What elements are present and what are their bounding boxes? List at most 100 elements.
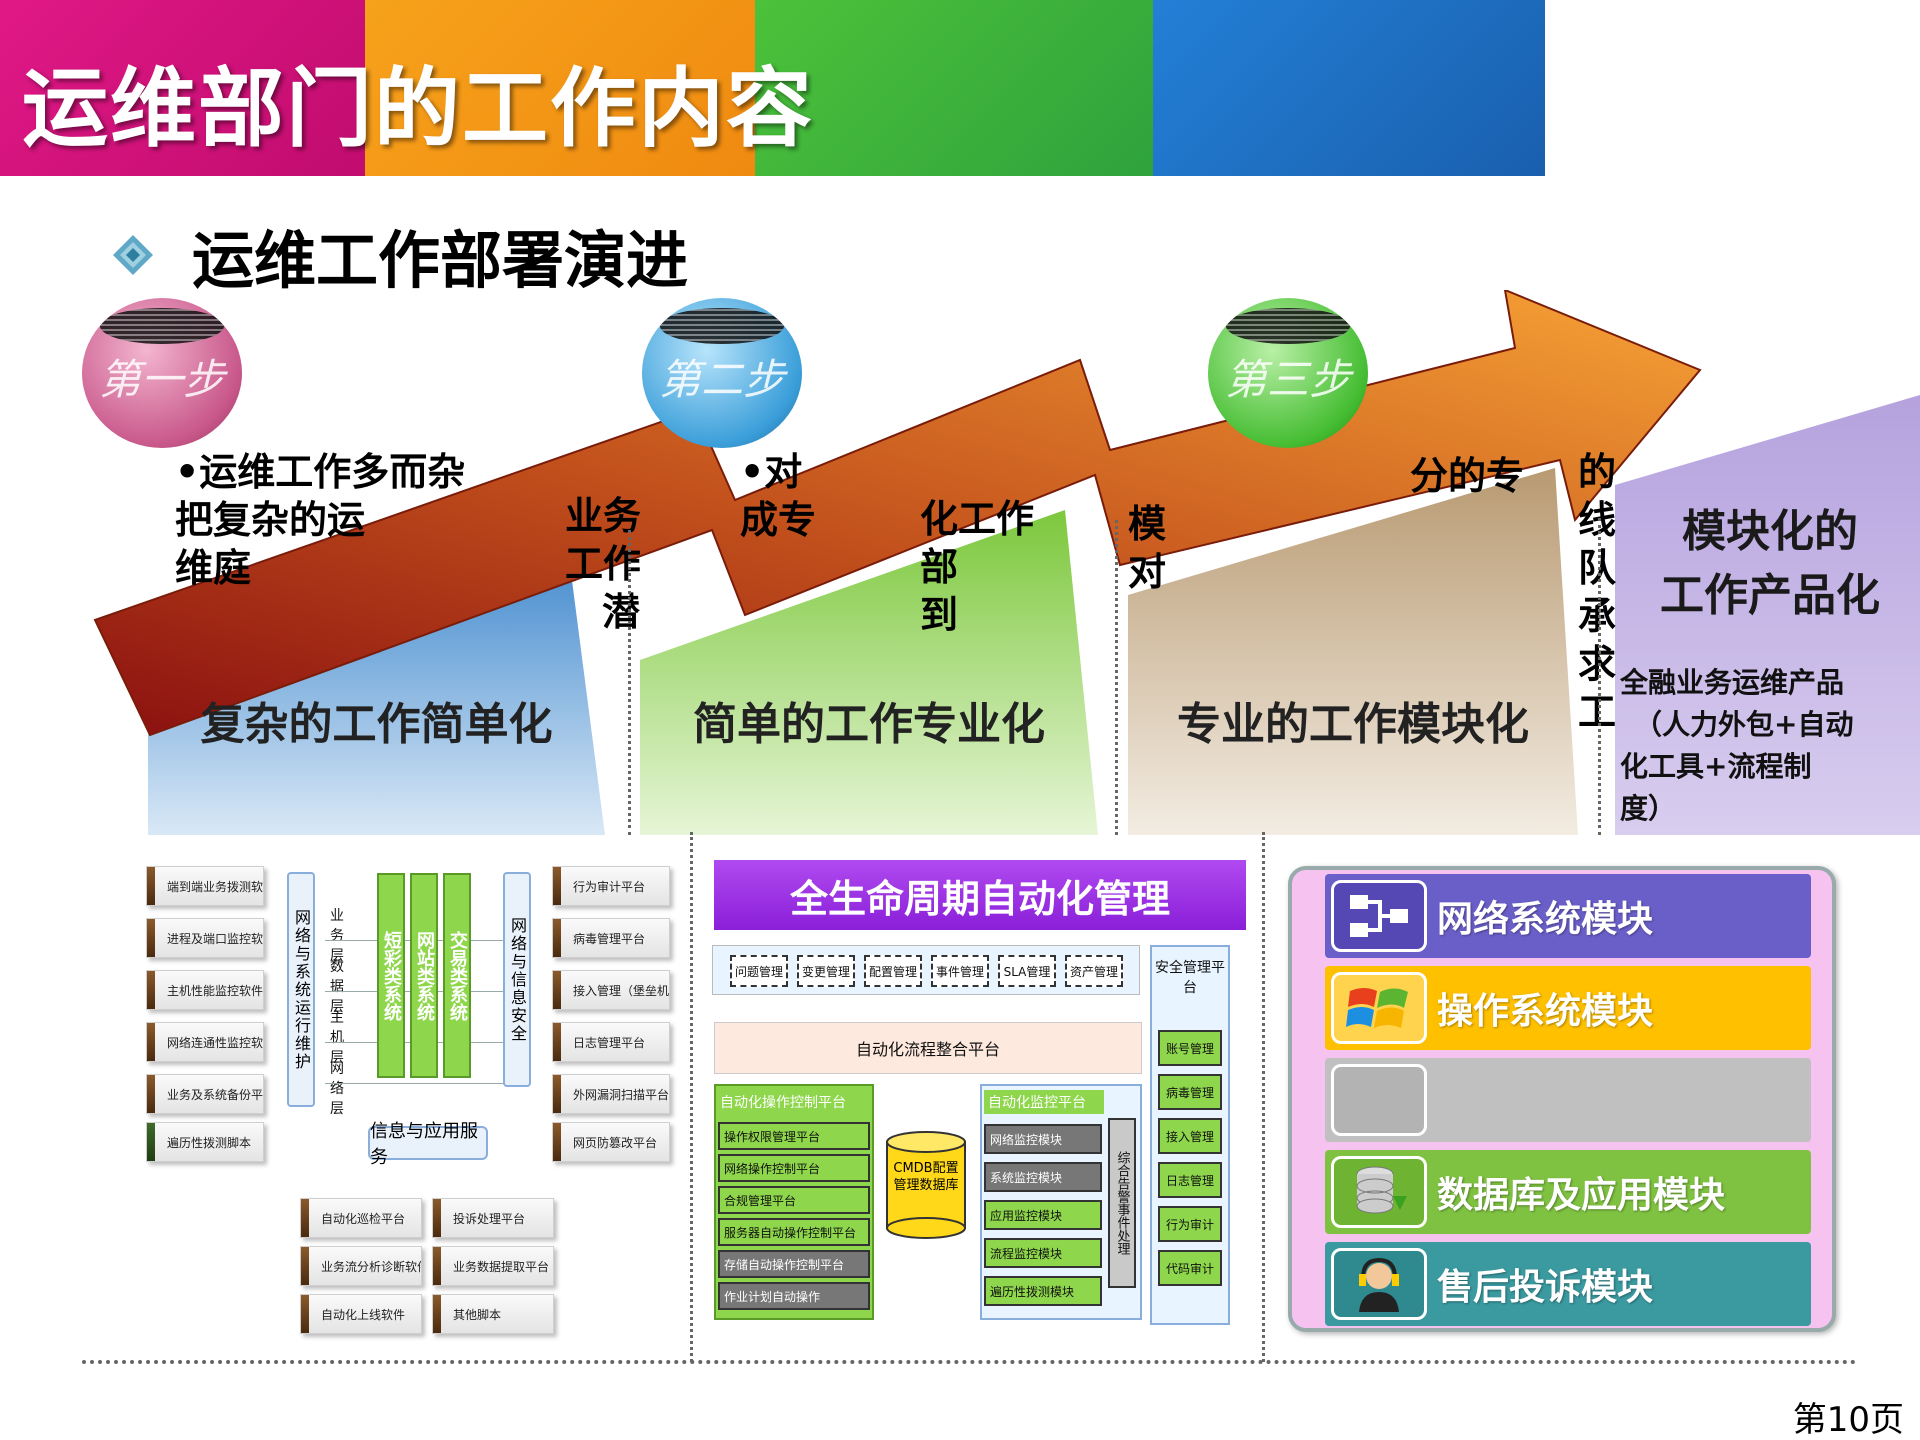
module-label: 数据库及应用模块 [1437,1175,1726,1216]
security-column: 网络与信息安全 [503,872,531,1087]
system-column-web: 网站类系统 [410,873,438,1078]
ops-item: 合规管理平台 [718,1186,870,1214]
top-item: SLA管理 [998,955,1056,987]
auto-tool-card: 业务数据提取平台 [432,1246,554,1286]
final-stage-title: 模块化的 工作产品化 [1660,506,1880,621]
divider-dotted [1262,832,1265,1362]
tool-card: 进程及端口监控软件 [146,918,264,958]
module-blank [1325,1058,1811,1142]
monitor-item: 网络监控模块 [984,1124,1102,1154]
divider-dotted [1598,518,1601,835]
final-stage-description: 全融业务运维产品 （人力外包+自动 化工具+流程制 度） [1620,666,1854,825]
page-number: 第10页 [1792,1400,1904,1440]
network-icon [1331,880,1427,952]
step-three-ball: 第三步 [1208,298,1368,448]
stage-simplify: 复杂的工作简单化 [200,699,553,750]
auto-tool-card: 投诉处理平台 [432,1198,554,1238]
ops-maintenance-column: 网络与系统运行维护 [287,872,315,1107]
divider-dotted [690,832,693,1362]
top-item: 事件管理 [931,955,989,987]
tool-card: 端到端业务拨测软件 [146,866,264,906]
layer-label: 网络层 [330,1061,344,1117]
step-two-ball: 第二步 [642,298,802,448]
divider-dotted [1115,520,1118,835]
system-column-sms: 短彩类系统 [377,873,405,1078]
security-tool-card: 病毒管理平台 [552,918,670,958]
step1-right-text: 业务进行 工作 潜 [565,493,640,634]
top-item: 配置管理 [864,955,922,987]
section-subtitle: 运维工作部署演进 [192,224,689,297]
banner-segment-orange [365,0,755,176]
monitor-title: 自动化监控平台 [984,1090,1104,1114]
security-tool-card: 行为审计平台 [552,866,670,906]
security-item: 行为审计 [1158,1206,1222,1242]
stage-panel-tan [1128,468,1578,835]
tool-card: 遍历性拨测脚本 [146,1122,264,1162]
page-title: 运维部门的工作内容 [22,59,814,159]
security-tool-card: 外网漏洞扫描平台 [552,1074,670,1114]
stage-panel-green [640,510,1098,835]
stage-modularize: 专业的工作模块化 [1177,699,1529,750]
step3-edge-text: 的 线 队 承 求 工 [1578,449,1617,734]
system-column-trade: 交易类系统 [443,873,471,1078]
security-title: 安全管理平台 [1155,960,1225,996]
security-item: 日志管理 [1158,1162,1222,1198]
step3-right-text: 分的专 [1410,453,1525,498]
security-item: 账号管理 [1158,1030,1222,1066]
stage-specialize: 简单的工作专业化 [693,699,1045,750]
progress-arrow [93,290,1702,737]
step3-text: 模 对 [1128,501,1167,594]
tool-card: 主机性能监控软件 [146,970,264,1010]
tool-card: 网络连通性监控软件 [146,1022,264,1062]
module-database: 数据库及应用模块 [1325,1150,1811,1234]
module-label: 操作系统模块 [1437,991,1654,1032]
monitor-item: 流程监控模块 [984,1238,1102,1268]
module-network: 网络系统模块 [1325,874,1811,958]
ops-item: 服务器自动操作控制平台 [718,1218,870,1246]
database-icon [1331,1156,1427,1228]
step2-right-text: 化工作 部 到 [920,496,1035,637]
windows-icon [1331,972,1427,1044]
app-service-label: 信息与应用服务 [368,1121,488,1168]
integration-platform: 自动化流程整合平台 [714,1022,1142,1074]
subtitle-row: 运维工作部署演进 [112,210,688,300]
security-tool-card: 网页防篡改平台 [552,1122,670,1162]
auto-tool-card: 其他脚本 [432,1294,554,1334]
banner-segment-blue [1153,0,1545,176]
tool-card: 业务及系统备份平台 [146,1074,264,1114]
module-label: 售后投诉模块 [1437,1267,1654,1308]
bottom-dotted-line [82,1360,1857,1364]
layer-line [325,1083,525,1084]
banner-segment-green [755,0,1153,176]
diamond-bullet-icon [113,235,153,275]
module-label: 网络系统模块 [1437,899,1654,940]
stage-panel-blue [148,565,605,835]
cmdb-cylinder: CMDB配置管理数据库 [885,1130,967,1240]
blank-icon [1331,1064,1427,1136]
divider-dotted [628,530,631,835]
step2-text: •对 成专 [740,449,817,542]
auto-tool-card: 自动化上线软件 [300,1294,422,1334]
monitor-item: 应用监控模块 [984,1200,1102,1230]
module-support: 售后投诉模块 [1325,1242,1811,1326]
security-item: 病毒管理 [1158,1074,1222,1110]
banner-segment-magenta [0,0,365,176]
stage-panels [93,290,1920,835]
ops-item: 存储自动操作控制平台 [718,1250,870,1278]
security-tool-card: 接入管理（堡垒机） [552,970,670,1010]
cmdb-label: CMDB配置管理数据库 [893,1161,959,1193]
security-item: 接入管理 [1158,1118,1222,1154]
top-item: 变更管理 [797,955,855,987]
security-item: 代码审计 [1158,1250,1222,1286]
lifecycle-title: 全生命周期自动化管理 [714,860,1246,930]
header-banner [0,0,1545,176]
monitor-item: 遍历性拨测模块 [984,1276,1102,1306]
top-item: 资产管理 [1065,955,1123,987]
step-one-ball: 第一步 [82,298,242,448]
alarm-event-column: 综合告警事件处理 [1108,1118,1136,1288]
top-item: 问题管理 [730,955,788,987]
ops-item: 网络操作控制平台 [718,1154,870,1182]
final-panel-purple [1615,395,1920,835]
evolution-diagram: •运维工作多而杂 把复杂的运 维庭 业务进行 工作 潜 •对 成专 化工作 部 … [0,290,1920,840]
monitor-item: 系统监控模块 [984,1162,1102,1192]
